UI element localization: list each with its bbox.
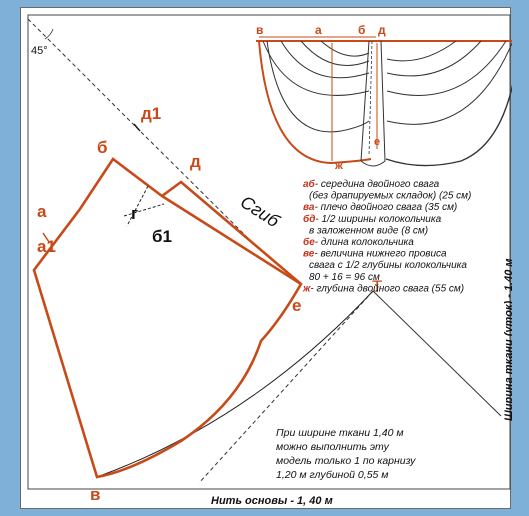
sketch-bell [360, 40, 386, 167]
pattern-diagram: 45° д1 б д а а1 г б1 е в Т Сгиб в а б д … [27, 14, 512, 507]
angle-arc [44, 28, 54, 40]
sketch-right-fold-1 [386, 40, 507, 96]
legend: аб- середина двойного свага(без драпируе… [302, 178, 471, 294]
label-a1: а1 [37, 237, 56, 256]
sketch-label-v: в [256, 23, 263, 37]
legend-row: ве- величина нижнего провиса [303, 249, 447, 260]
swag-outline [32, 157, 303, 479]
legend-text: - 1/2 ширины колокольчика [315, 214, 441, 225]
note-line: 1,20 м глубиной 0,55 м [276, 469, 389, 481]
label-d: д [190, 152, 201, 171]
legend-text: - величина нижнего провиса [314, 249, 447, 260]
sketch-left-fold-2 [280, 40, 370, 79]
sketch-left-fold-5 [266, 40, 370, 133]
legend-key: бе [303, 236, 315, 248]
legend-row: (без драпируемых складок) (25 см) [309, 190, 471, 202]
legend-text: - глубина двойного свага (55 см) [310, 282, 464, 294]
fold-label: Сгиб [237, 192, 284, 232]
sketch-right-fold-2 [386, 40, 482, 77]
legend-text: (без драпируемых складок) (25 см) [309, 190, 471, 202]
fold-edge [161, 194, 302, 286]
legend-text: - длина колокольчика [315, 237, 414, 248]
fabric-width-label: Ширина ткани (уток) - 1,40 м [503, 258, 512, 421]
d1-tick [133, 123, 141, 132]
b1-guide [126, 185, 149, 227]
diagonal-guide-upper [27, 18, 137, 128]
drawing-panel: 45° д1 б д а а1 г б1 е в Т Сгиб в а б д … [20, 7, 512, 509]
angle-label: 45° [31, 45, 48, 57]
legend-key: ве [303, 249, 315, 260]
legend-text: - плечо двойного свага (35 см) [314, 202, 457, 213]
sketch-label-zh: ж [334, 160, 343, 172]
diagonal-guide-lower [198, 290, 374, 484]
legend-row: в заложенном виде (8 см) [309, 225, 428, 236]
label-b: б [97, 138, 108, 157]
note-line: При ширине ткани 1,40 м [276, 427, 404, 439]
sketch-left-fold-3 [300, 40, 370, 66]
note: При ширине ткани 1,40 м можно выполнить … [276, 427, 416, 481]
sketch-left-fold-4 [320, 40, 370, 57]
label-a: а [37, 202, 47, 221]
legend-row: ж- глубина двойного свага (55 см) [302, 282, 464, 294]
note-line: модель только 1 по карнизу [276, 455, 416, 467]
legend-text: свага с 1/2 глубины колокольчика [309, 259, 467, 271]
sketch-label-a: а [315, 23, 322, 37]
swag-sketch: в а б д е ж [256, 23, 512, 172]
legend-text: 80 + 16 = 96 см [309, 272, 380, 283]
sketch-label-e: е [374, 136, 380, 148]
sketch-right-fold-4 [386, 42, 512, 125]
label-t: Т [372, 277, 382, 296]
sketch-bell-fold [368, 40, 373, 157]
label-v: в [90, 485, 100, 504]
legend-row: 80 + 16 = 96 см [309, 272, 380, 283]
label-d1: д1 [141, 104, 161, 123]
sketch-right-fold-3 [386, 40, 457, 62]
legend-row: бд- 1/2 ширины колокольчика [303, 213, 442, 225]
hem-curve-thin [96, 290, 374, 478]
note-line: можно выполнить эту [276, 441, 390, 453]
diagonal-guide-right [372, 290, 502, 417]
legend-key: ж [302, 283, 311, 294]
label-e: е [292, 296, 301, 315]
label-b1: б1 [152, 227, 172, 246]
legend-row: бе- длина колокольчика [303, 236, 414, 248]
legend-text: - середина двойного свага [315, 179, 440, 190]
drawing-border [27, 14, 511, 490]
g-guide [123, 203, 165, 217]
a-tick [42, 232, 50, 243]
legend-key: бд [303, 213, 315, 225]
sketch-right-lower [385, 84, 512, 167]
diagonal-guide-middle [135, 126, 262, 252]
sketch-left-fold-1 [262, 40, 370, 96]
legend-key: аб [303, 178, 316, 190]
legend-text: в заложенном виде (8 см) [309, 225, 428, 236]
legend-row: свага с 1/2 глубины колокольчика [309, 259, 467, 271]
legend-row: ва- плечо двойного свага (35 см) [303, 202, 457, 213]
label-g: г [131, 204, 138, 223]
sketch-left-lower [258, 40, 372, 165]
warp-thread-label: Нить основы - 1, 40 м [211, 495, 333, 507]
sketch-label-b: б [358, 23, 365, 37]
legend-row: аб- середина двойного свага [303, 178, 440, 190]
legend-key: ва [303, 202, 315, 213]
sketch-label-d: д [378, 23, 386, 37]
